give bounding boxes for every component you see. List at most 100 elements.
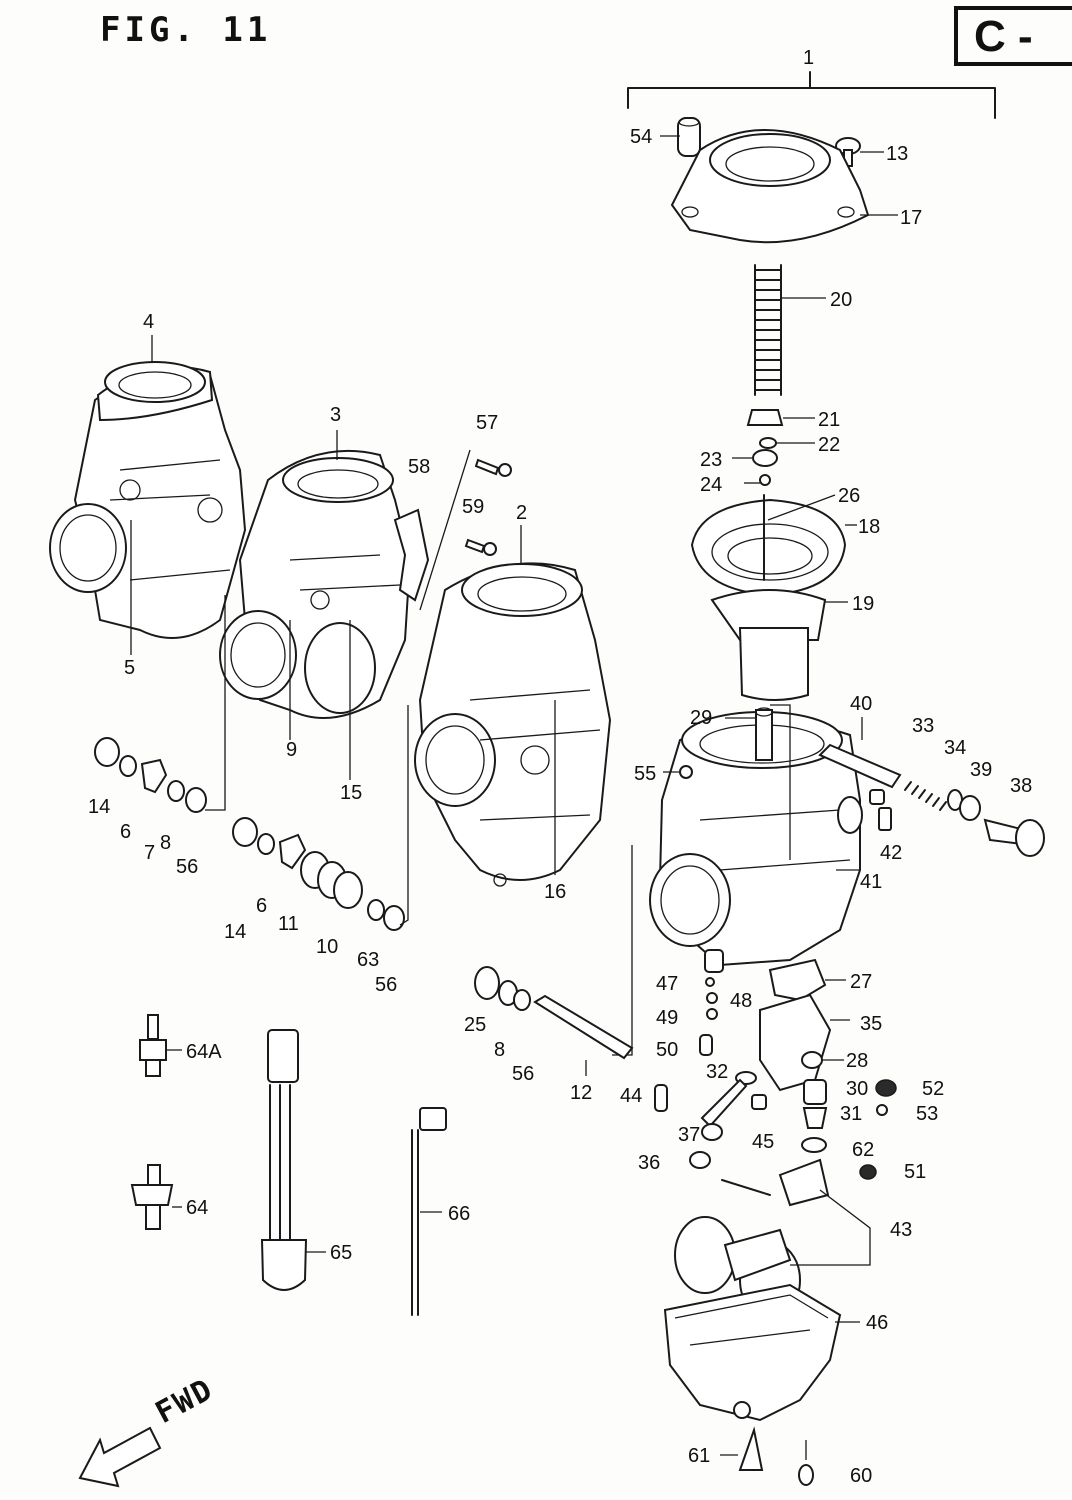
carburetor-2	[414, 562, 612, 887]
callout-56-upper: 56	[176, 856, 199, 878]
callout-10: 10	[316, 936, 339, 958]
callout-14-lower: 14	[224, 921, 247, 943]
callout-8-lower: 8	[494, 1039, 506, 1061]
callout-44: 44	[620, 1085, 643, 1107]
callout-34: 34	[944, 737, 967, 759]
float-chamber-small-parts	[699, 958, 832, 1092]
callout-50: 50	[656, 1039, 679, 1061]
callout-56-lower: 56	[375, 974, 398, 996]
callout-22: 22	[818, 434, 841, 456]
callout-48: 48	[730, 990, 753, 1012]
callout-61: 61	[688, 1445, 711, 1467]
part-54-cap	[677, 117, 701, 157]
part-41-42	[869, 789, 892, 831]
callout-60: 60	[850, 1465, 873, 1487]
part-18-diaphragm	[690, 498, 847, 597]
carburetor-3	[219, 449, 412, 719]
callout-35: 35	[860, 1013, 883, 1035]
needle-small-parts	[746, 409, 784, 486]
callout-26: 26	[838, 485, 861, 507]
part-13-screw	[835, 137, 861, 167]
callout-30: 30	[846, 1078, 869, 1100]
throttle-stop-screw-parts	[818, 743, 1045, 857]
callout-64: 64	[186, 1197, 209, 1219]
callout-38: 38	[1010, 775, 1033, 797]
callout-24: 24	[700, 474, 723, 496]
assembly-bracket	[627, 71, 996, 119]
part-65-harness	[260, 1029, 308, 1291]
callout-43: 43	[890, 1219, 913, 1241]
callout-27: 27	[850, 971, 873, 993]
callout-40: 40	[850, 693, 873, 715]
callout-65: 65	[330, 1242, 353, 1264]
callout-18: 18	[858, 516, 881, 538]
callout-6-lower: 6	[256, 895, 268, 917]
callout-28: 28	[846, 1050, 869, 1072]
callout-2: 2	[516, 502, 528, 524]
callout-25: 25	[464, 1014, 487, 1036]
callout-7: 7	[144, 842, 156, 864]
callout-29: 29	[690, 707, 713, 729]
callout-32: 32	[706, 1061, 729, 1083]
callout-33: 33	[912, 715, 935, 737]
linkage-parts-upper	[94, 737, 207, 813]
callout-12: 12	[570, 1082, 593, 1104]
pilot-jet-parts	[654, 1071, 767, 1169]
carburetor-4	[49, 361, 247, 639]
drain-parts	[738, 1426, 814, 1486]
callout-59: 59	[462, 496, 485, 518]
part-55	[679, 765, 693, 779]
callout-16: 16	[544, 881, 567, 903]
callout-51: 51	[904, 1161, 927, 1183]
callout-58: 58	[408, 456, 431, 478]
callout-37: 37	[678, 1124, 701, 1146]
figure-title: FIG. 11	[100, 10, 272, 50]
callout-52: 52	[922, 1078, 945, 1100]
main-jet-parts	[801, 1079, 897, 1180]
linkage-parts-lower	[232, 817, 405, 931]
callout-63: 63	[357, 949, 380, 971]
callout-47: 47	[656, 973, 679, 995]
callout-62: 62	[852, 1139, 875, 1161]
callout-46: 46	[866, 1312, 889, 1334]
callout-42: 42	[880, 842, 903, 864]
callout-23: 23	[700, 449, 723, 471]
part-17-top-cover	[670, 129, 870, 244]
callout-66: 66	[448, 1203, 471, 1225]
callout-15: 15	[340, 782, 363, 804]
section-code: C -	[974, 12, 1033, 61]
callout-31: 31	[840, 1103, 863, 1125]
throttle-shaft-parts	[474, 966, 634, 1060]
callout-17: 17	[900, 207, 923, 229]
main-carburetor-body	[649, 707, 863, 973]
callout-56-shaft: 56	[512, 1063, 535, 1085]
part-58-bracket	[393, 508, 430, 602]
callout-3: 3	[330, 404, 342, 426]
callout-5: 5	[124, 657, 136, 679]
callout-9: 9	[286, 739, 298, 761]
part-19-piston	[710, 589, 827, 701]
screws-57-59	[464, 458, 512, 556]
part-64-sensor	[130, 1164, 174, 1230]
callout-39: 39	[970, 759, 993, 781]
callout-21: 21	[818, 409, 841, 431]
callout-41: 41	[860, 871, 883, 893]
callout-57: 57	[476, 412, 499, 434]
callout-13: 13	[886, 143, 909, 165]
part-46-float-bowl	[663, 1283, 842, 1422]
callout-1: 1	[803, 47, 815, 69]
callout-20: 20	[830, 289, 853, 311]
forward-arrow-icon	[78, 1426, 162, 1488]
callout-19: 19	[852, 593, 875, 615]
callout-53: 53	[916, 1103, 939, 1125]
callout-36: 36	[638, 1152, 661, 1174]
leader-lines	[130, 135, 898, 1456]
callout-54: 54	[630, 126, 653, 148]
section-code-box: C -	[954, 6, 1072, 66]
callout-8-upper: 8	[160, 832, 172, 854]
callout-14-upper: 14	[88, 796, 111, 818]
part-20-spring	[754, 264, 782, 396]
callout-4: 4	[143, 311, 155, 333]
